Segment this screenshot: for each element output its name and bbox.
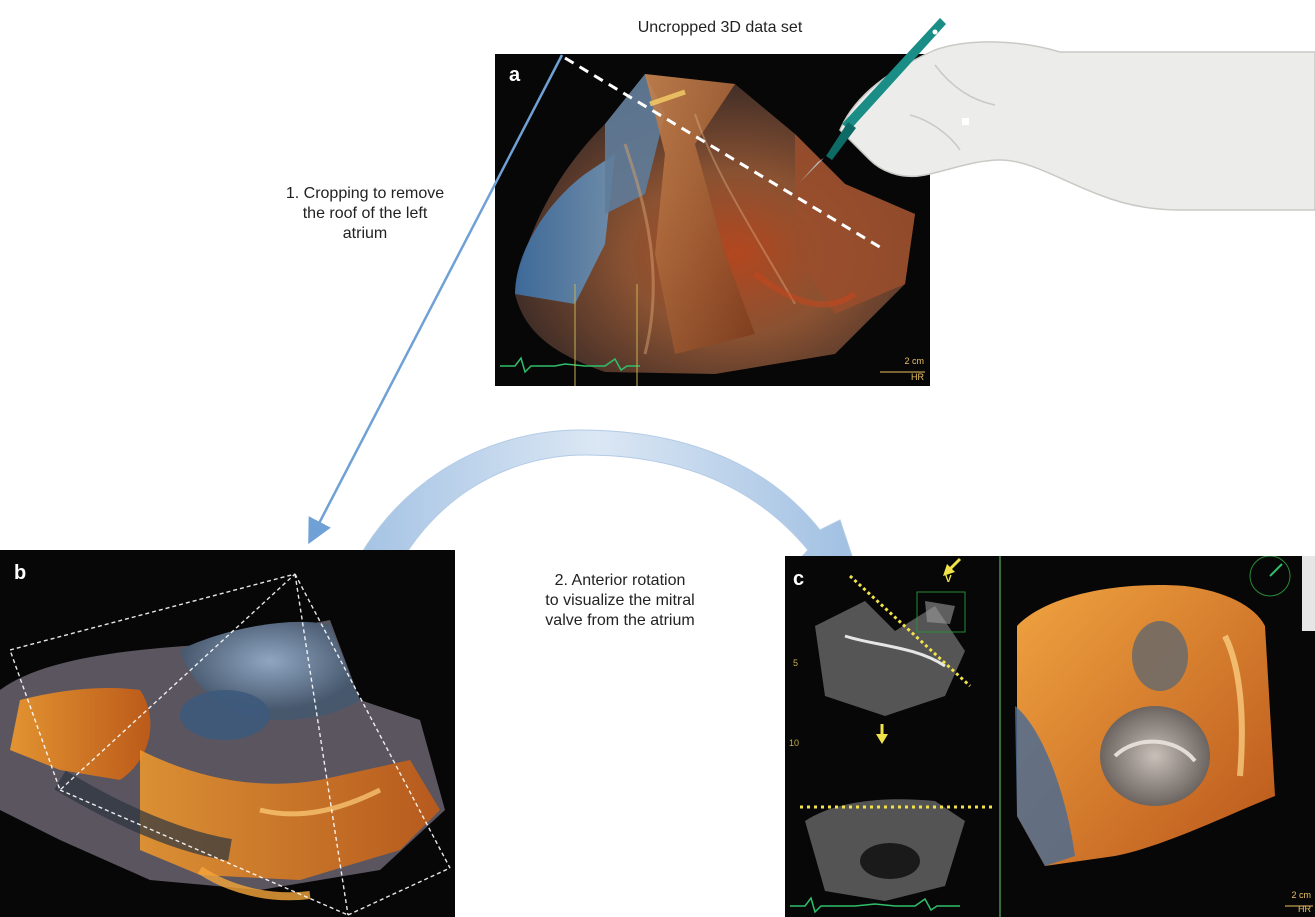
panel-c-rotated-views: c 5 10 V 2 cm HR xyxy=(785,556,1315,917)
panel-a-scale-value: 2 cm xyxy=(904,356,924,366)
panel-b-cropped-volume: b xyxy=(0,550,455,917)
panel-c-scale-value: 2 cm xyxy=(1291,890,1311,900)
panel-b-render xyxy=(0,550,455,917)
panel-c-marker-v: V xyxy=(945,574,952,585)
panel-a-scale-mode: HR xyxy=(911,372,924,382)
down-arrow-icon xyxy=(876,724,888,744)
panel-b-label: b xyxy=(14,562,26,585)
gloved-hand-icon xyxy=(840,42,1315,210)
panel-c-label: c xyxy=(793,568,804,591)
panel-c-render xyxy=(785,556,1315,917)
panel-c-scale-mode: HR xyxy=(1298,904,1311,914)
gloved-hand-with-scalpel-illustration xyxy=(760,10,1315,240)
panel-c-depth-5: 5 xyxy=(793,658,798,668)
panel-c-depth-10: 10 xyxy=(789,738,799,748)
step2-line3: valve from the atrium xyxy=(490,611,750,631)
